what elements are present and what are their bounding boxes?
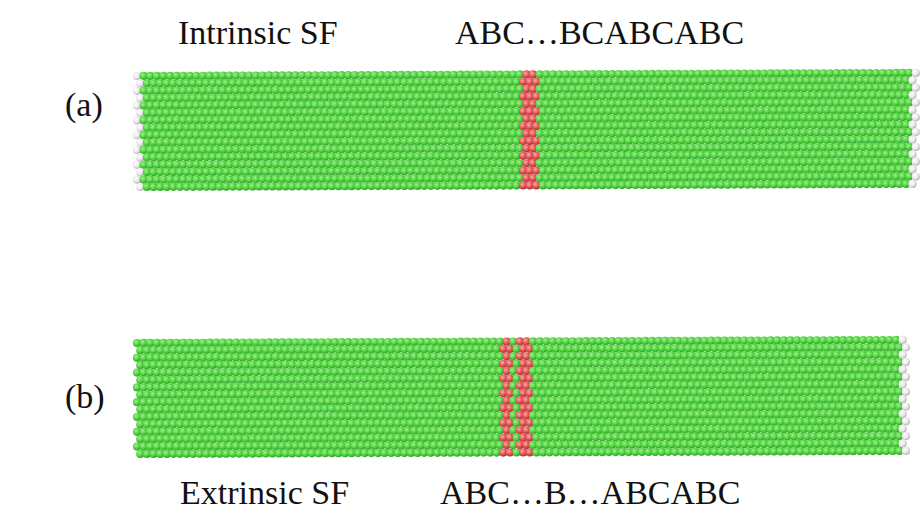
atom bbox=[908, 180, 916, 188]
atom bbox=[908, 150, 916, 158]
atom bbox=[908, 121, 916, 129]
atom bbox=[912, 143, 920, 151]
atom bbox=[908, 76, 916, 84]
atom bbox=[912, 69, 920, 77]
atom bbox=[912, 113, 920, 121]
atom bbox=[908, 165, 916, 173]
atom bbox=[908, 106, 916, 114]
atom bbox=[908, 135, 916, 143]
atom bbox=[908, 91, 916, 99]
atom bbox=[912, 128, 920, 136]
atom bbox=[912, 158, 920, 166]
intrinsic-slab bbox=[133, 69, 920, 191]
atom bbox=[912, 172, 920, 180]
extrinsic-slab bbox=[133, 336, 910, 458]
atom bbox=[912, 98, 920, 106]
atom bbox=[912, 84, 920, 92]
